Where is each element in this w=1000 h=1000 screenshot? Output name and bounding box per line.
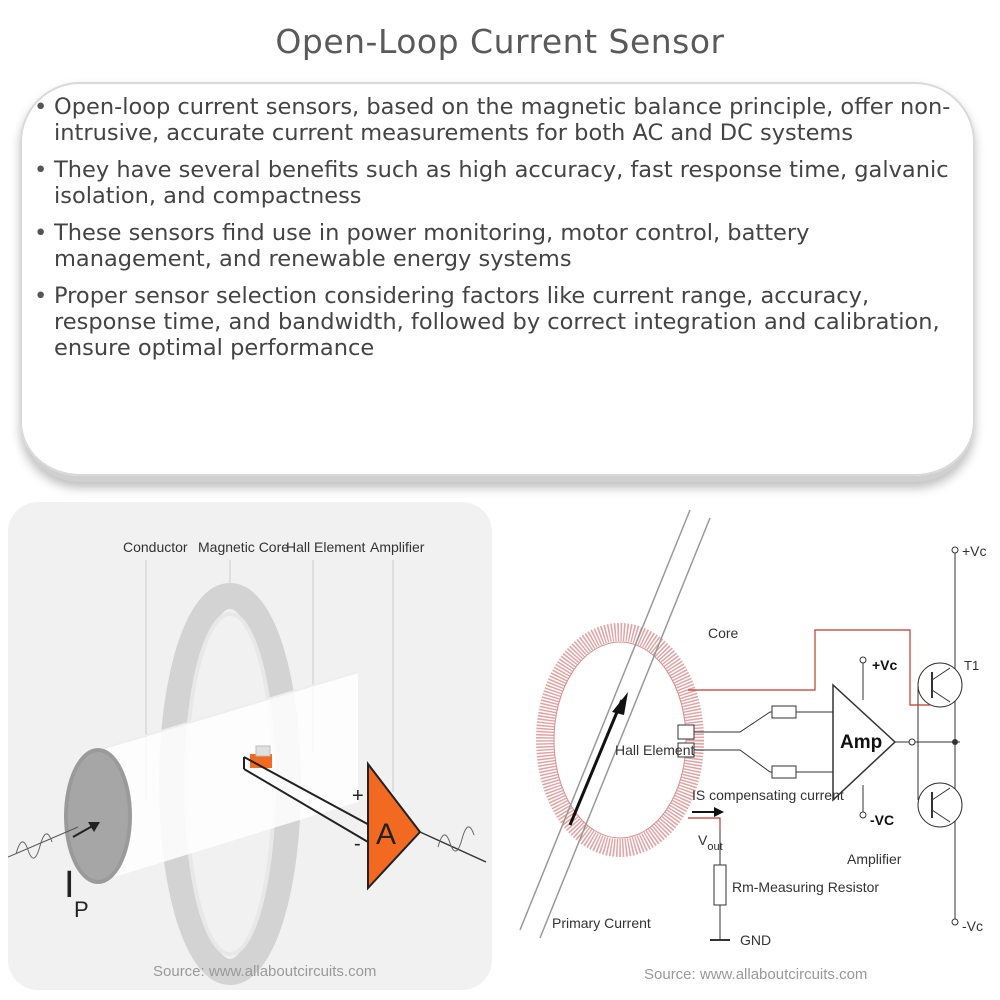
- hall-element-top: [255, 745, 271, 757]
- label-top-plus-vc: +Vc: [962, 543, 987, 559]
- t1-collector: [931, 667, 951, 681]
- primary-current-arrow: [568, 699, 624, 826]
- wire-bottom: [694, 749, 860, 773]
- bottom-rail-terminal: [951, 918, 959, 926]
- label-core: Core: [708, 625, 739, 641]
- amplifier-plus: +: [352, 785, 364, 807]
- mid-node: [952, 739, 958, 745]
- label-conductor: Conductor: [123, 539, 188, 555]
- summary-card: [20, 82, 975, 482]
- primary-conductor-edge-b: [539, 517, 711, 939]
- t2-emitter: [931, 809, 951, 823]
- wire-top: [694, 711, 860, 733]
- label-rm: Rm-Measuring Resistor: [732, 879, 879, 895]
- core-coil-inner: [553, 641, 687, 839]
- top-rail-terminal: [951, 546, 959, 554]
- input-wave-icon: [15, 833, 53, 859]
- label-compensating-current: IS compensating current: [692, 787, 844, 803]
- bullet-item: They have several benefits such as high …: [34, 157, 964, 209]
- label-amplifier: Amplifier: [847, 851, 902, 867]
- output-wave-icon: [437, 826, 475, 852]
- circuit-diagram-svg: Amp +Vc -VC Amplifier +Vc -Vc T1: [519, 509, 987, 983]
- amp-triangle: [832, 683, 897, 802]
- label-bottom-minus-vc: -Vc: [962, 918, 983, 934]
- sensor-illustration-svg: Conductor Magnetic Core Hall Element Amp…: [7, 539, 487, 985]
- coil-return-wire: [688, 817, 721, 830]
- amplifier-triangle: [367, 761, 422, 891]
- bullet-item: Proper sensor selection considering fact…: [34, 283, 964, 361]
- compensating-arrow-head: [714, 807, 724, 817]
- compensating-wire: [688, 629, 930, 706]
- label-primary-current: Primary Current: [552, 915, 651, 931]
- label-hall-element: Hall Element: [615, 742, 694, 758]
- closed-loop-circuit-diagram: Amp +Vc -VC Amplifier +Vc -Vc T1: [500, 500, 995, 995]
- label-t1: T1: [964, 658, 979, 673]
- conductor-body: [98, 672, 358, 882]
- resistor-top: [771, 705, 797, 719]
- amp-vee-terminal: [859, 811, 867, 819]
- hall-element-block-top: [677, 724, 695, 740]
- output-node: [908, 738, 916, 746]
- bullet-list: Open-loop current sensors, based on the …: [34, 94, 964, 372]
- transistor-t1-icon: [917, 662, 963, 708]
- bullet-item: Open-loop current sensors, based on the …: [34, 94, 964, 146]
- measuring-resistor: [713, 864, 727, 906]
- right-source: Source: www.allaboutcircuits.com: [644, 966, 867, 983]
- left-source: Source: www.allaboutcircuits.com: [153, 963, 376, 980]
- wire-plus: [243, 756, 374, 828]
- page-title: Open-Loop Current Sensor: [275, 22, 725, 61]
- amp-plus-vc: +Vc: [872, 657, 898, 673]
- current-symbol-i: I: [64, 864, 75, 906]
- amp-vcc-terminal: [859, 656, 867, 664]
- t1-emitter: [931, 689, 951, 703]
- label-hall-element: Hall Element: [286, 539, 365, 555]
- label-amplifier: Amplifier: [370, 539, 425, 555]
- transistor-t2-icon: [917, 782, 963, 828]
- amp-minus-vc: -VC: [870, 812, 894, 828]
- t2-collector: [931, 787, 951, 801]
- label-magnetic-core: Magnetic Core: [198, 539, 289, 555]
- amp-label: Amp: [840, 732, 882, 753]
- hall-element-chip: [250, 754, 272, 768]
- wire-minus: [243, 768, 369, 843]
- current-symbol-p: P: [74, 897, 89, 922]
- current-arrow-head: [88, 822, 100, 832]
- amplifier-minus: -: [354, 833, 361, 855]
- conductor-end-face-inner: [68, 752, 128, 880]
- amplifier-letter: A: [376, 818, 396, 851]
- amplifier-output: [419, 831, 487, 863]
- label-vout: Vout: [698, 832, 723, 853]
- primary-conductor-edge-a: [519, 509, 691, 931]
- core-coil: [536, 623, 704, 857]
- resistor-bottom: [771, 765, 797, 779]
- input-axis: [7, 826, 79, 858]
- open-loop-sensor-illustration: Conductor Magnetic Core Hall Element Amp…: [7, 502, 492, 990]
- conductor-edge-top: [97, 671, 359, 751]
- label-gnd: GND: [740, 932, 771, 948]
- primary-current-arrow-head: [612, 692, 628, 715]
- bullet-item: These sensors find use in power monitori…: [34, 220, 964, 272]
